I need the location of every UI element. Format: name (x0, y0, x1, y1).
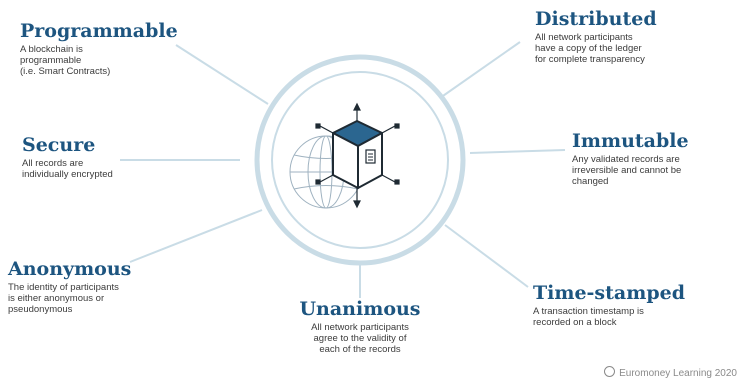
feature-anonymous: Anonymous The identity of participants i… (8, 258, 131, 315)
feature-title-time-stamped: Time-stamped (533, 282, 685, 304)
blockchain-cube-globe-icon (289, 102, 400, 209)
feature-title-programmable: Programmable (20, 20, 178, 42)
connector-programmable (175, 44, 269, 105)
feature-time-stamped: Time-stamped A transaction timestamp is … (533, 282, 685, 328)
copyright-notice: Euromoney Learning 2020 (604, 366, 737, 379)
feature-immutable: Immutable Any validated records are irre… (572, 130, 689, 187)
connector-immutable (469, 149, 566, 154)
outer-ring (254, 54, 466, 266)
feature-desc-immutable: Any validated records are irreversible a… (572, 154, 682, 187)
connector-anonymous (129, 209, 263, 263)
feature-secure: Secure All records are individually encr… (22, 134, 113, 180)
feature-desc-secure: All records are individually encrypted (22, 158, 113, 180)
feature-title-secure: Secure (22, 134, 96, 156)
copyright-icon (604, 366, 616, 377)
feature-programmable: Programmable A blockchain is programmabl… (20, 20, 178, 77)
connector-distributed (439, 41, 521, 99)
feature-title-anonymous: Anonymous (8, 258, 132, 280)
feature-distributed: Distributed All network participants hav… (535, 8, 657, 65)
inner-ring (271, 71, 449, 249)
feature-desc-anonymous: The identity of participants is either a… (8, 282, 119, 315)
feature-desc-time-stamped: A transaction timestamp is recorded on a… (533, 306, 644, 328)
feature-desc-programmable: A blockchain is programmable (i.e. Smart… (20, 44, 111, 77)
feature-desc-unanimous: All network participants agree to the va… (311, 322, 409, 355)
feature-desc-distributed: All network participants have a copy of … (535, 32, 645, 65)
feature-title-unanimous: Unanimous (299, 298, 421, 320)
feature-unanimous: Unanimous All network participants agree… (280, 298, 440, 355)
copyright-text: Euromoney Learning 2020 (619, 368, 737, 379)
connector-time-stamped (444, 224, 529, 288)
feature-title-immutable: Immutable (572, 130, 689, 152)
feature-title-distributed: Distributed (535, 8, 657, 30)
